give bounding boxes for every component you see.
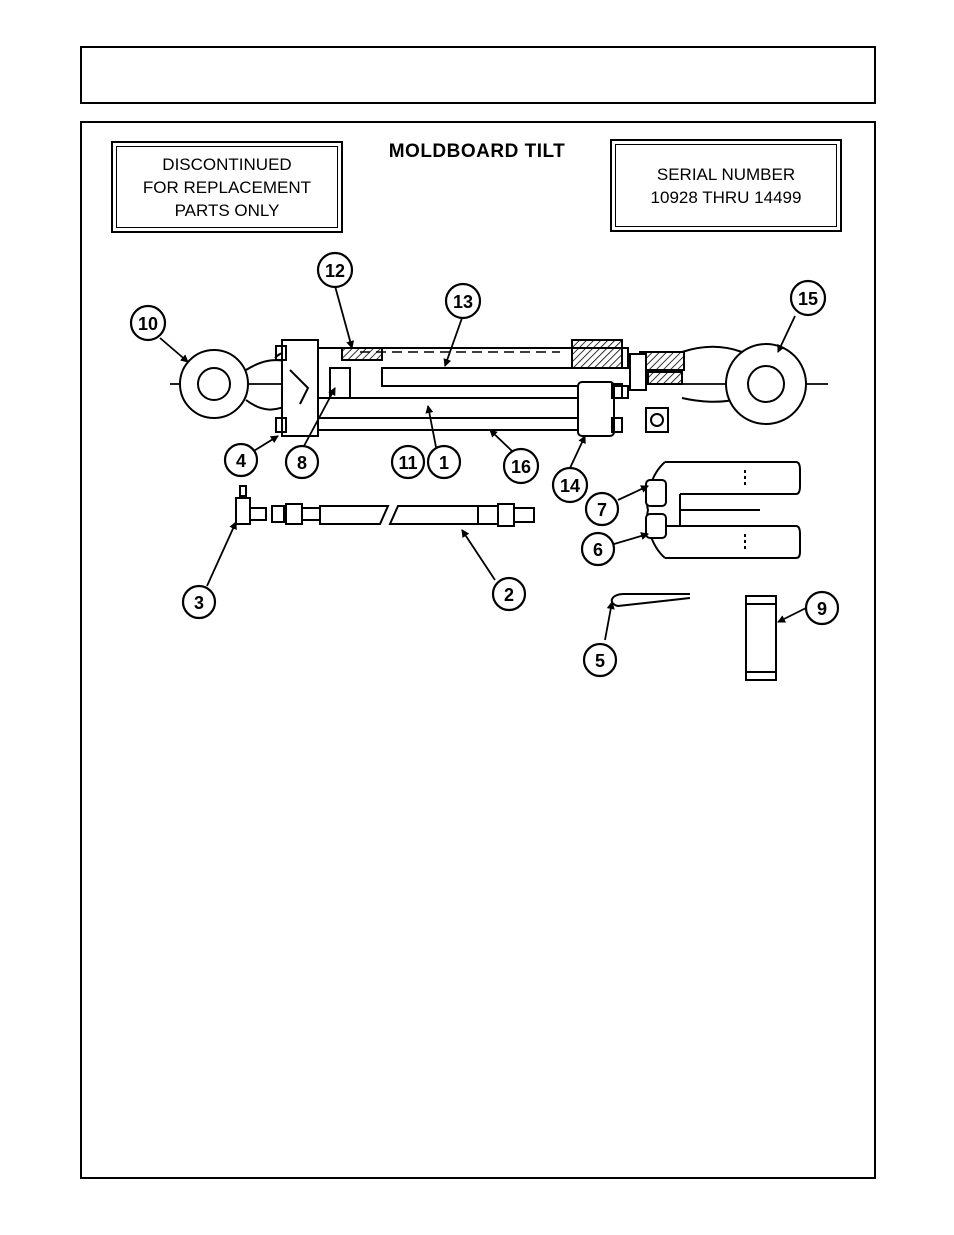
callout-7: 7 [584,491,620,527]
svg-text:8: 8 [297,453,307,473]
notice-left-line-3: PARTS ONLY [174,200,280,220]
svg-text:9: 9 [817,599,827,619]
callout-3: 3 [181,584,217,620]
callout-1: 1 [426,444,462,480]
callout-14: 14 [551,466,589,504]
svg-text:11: 11 [398,453,417,473]
svg-text:16: 16 [511,457,531,477]
hose-assembly [235,485,535,527]
svg-text:10: 10 [138,314,158,334]
svg-text:5: 5 [595,651,605,671]
svg-text:2: 2 [504,585,514,605]
clevis-yoke [645,461,801,559]
svg-text:14: 14 [560,476,580,496]
svg-text:1: 1 [439,453,449,473]
page-title: MOLDBOARD TILT [388,141,566,162]
callout-8: 8 [284,444,320,480]
svg-text:15: 15 [798,289,818,309]
svg-text:6: 6 [593,540,603,560]
svg-text:3: 3 [194,593,204,613]
leader-lines [159,285,807,641]
callout-4: 4 [223,442,259,478]
notice-right-line-1: SERIAL NUMBER [656,164,796,184]
diagram-frame [80,121,876,1179]
callout-16: 16 [502,447,540,485]
callouts: 1 2 3 4 5 6 7 8 9 10 11 12 13 14 15 16 [129,251,840,678]
svg-text:4: 4 [236,451,246,471]
header-box [80,46,876,104]
cylinder-assembly [170,339,828,437]
serial-number-notice: SERIAL NUMBER 10928 THRU 14499 [610,139,842,232]
clevis-pin [745,595,777,681]
discontinued-notice: DISCONTINUED FOR REPLACEMENT PARTS ONLY [111,141,343,233]
callout-9: 9 [804,590,840,626]
callout-13: 13 [444,282,482,320]
notice-left-line-1: DISCONTINUED [162,154,292,174]
callout-11: 11 [390,444,426,480]
notice-left-line-2: FOR REPLACEMENT [142,177,312,197]
svg-text:13: 13 [453,292,473,312]
callout-15: 15 [789,279,827,317]
notice-right-line-2: 10928 THRU 14499 [650,187,802,207]
callout-10: 10 [129,304,167,342]
callout-5: 5 [582,642,618,678]
callout-2: 2 [491,576,527,612]
svg-text:7: 7 [597,500,607,520]
svg-text:12: 12 [325,261,345,281]
callout-6: 6 [580,531,616,567]
cotter-pin [610,593,691,608]
callout-12: 12 [316,251,354,289]
